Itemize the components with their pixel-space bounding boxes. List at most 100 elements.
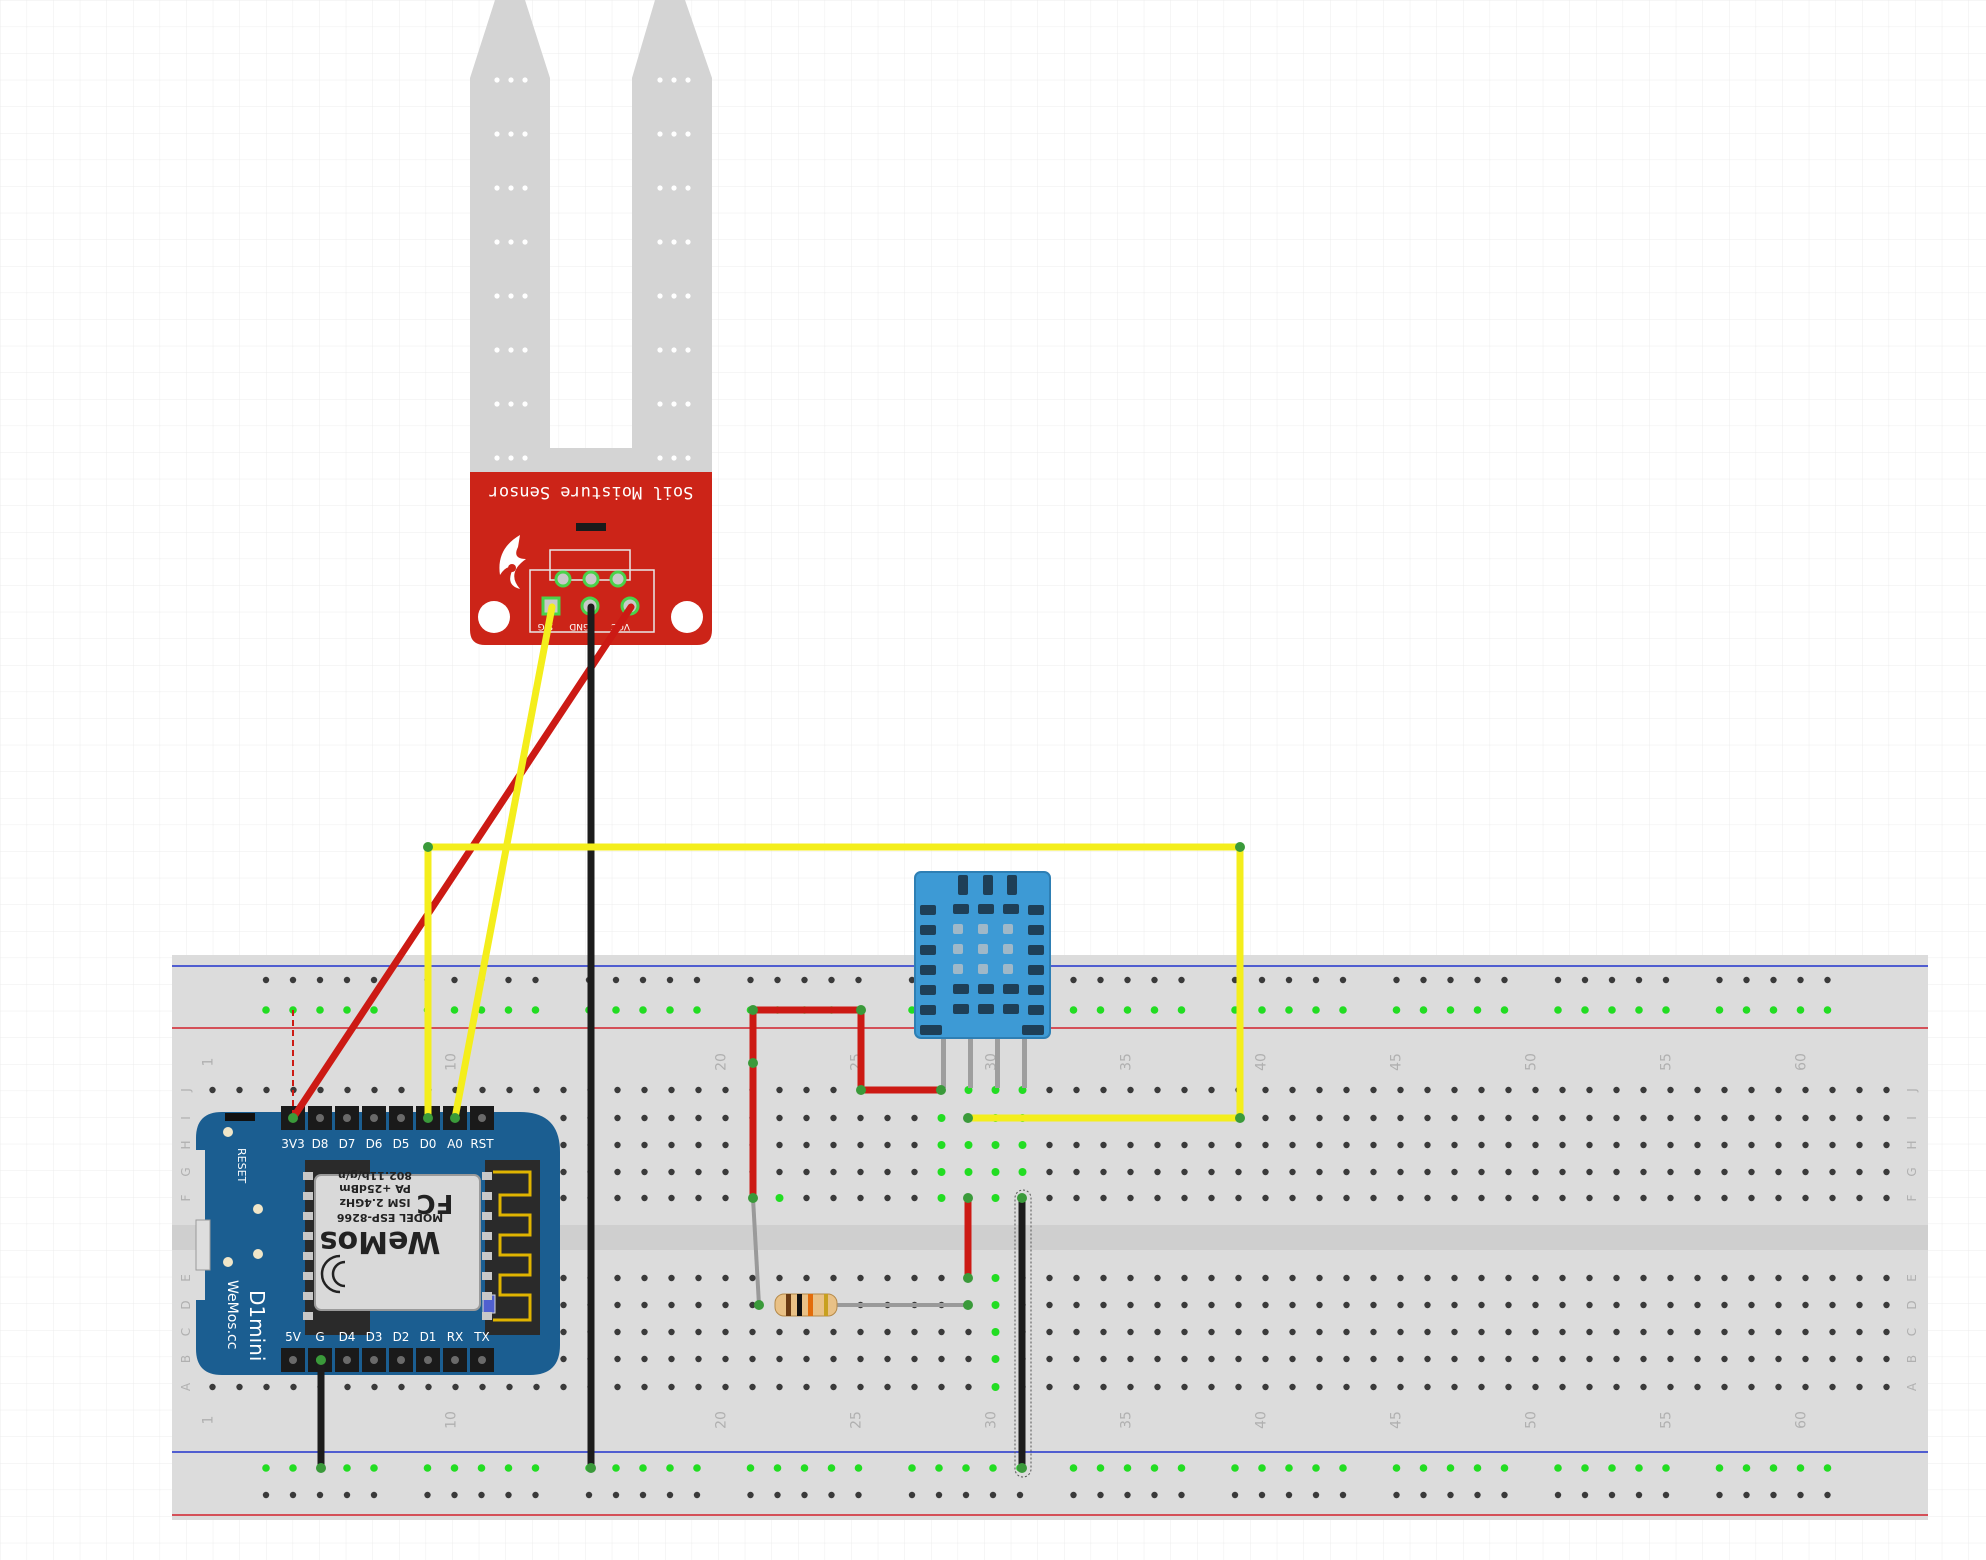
rail-hole[interactable]	[800, 1464, 809, 1472]
pullup-resistor[interactable]	[774, 1293, 838, 1317]
breadboard-hole[interactable]	[1775, 1114, 1782, 1122]
breadboard-hole[interactable]	[1694, 1301, 1701, 1309]
rail-hole[interactable]	[1769, 1464, 1778, 1472]
breadboard-hole[interactable]	[1694, 1328, 1701, 1336]
rail-hole[interactable]	[693, 1464, 701, 1472]
breadboard-hole[interactable]	[1154, 1086, 1161, 1094]
rail-hole[interactable]	[1069, 1464, 1078, 1472]
breadboard-hole[interactable]	[1262, 1168, 1269, 1176]
rail-hole[interactable]	[316, 1006, 324, 1014]
breadboard-hole[interactable]	[1667, 1301, 1674, 1309]
rail-hole[interactable]	[1392, 1464, 1401, 1472]
rail-hole[interactable]	[639, 1464, 647, 1472]
breadboard-hole[interactable]	[1208, 1328, 1215, 1336]
breadboard-hole[interactable]	[803, 1194, 810, 1202]
breadboard-hole[interactable]	[857, 1274, 864, 1282]
rail-hole[interactable]	[289, 976, 297, 984]
rail-hole[interactable]	[1635, 976, 1643, 984]
rail-hole[interactable]	[1339, 1491, 1347, 1499]
breadboard-hole[interactable]	[1046, 1274, 1053, 1282]
breadboard-hole[interactable]	[1424, 1328, 1431, 1336]
rail-hole[interactable]	[1769, 1006, 1778, 1014]
rail-hole[interactable]	[908, 1491, 916, 1499]
breadboard-hole[interactable]	[1478, 1274, 1485, 1282]
breadboard-hole[interactable]	[1343, 1355, 1350, 1363]
breadboard-hole[interactable]	[614, 1355, 621, 1363]
breadboard-hole[interactable]	[1370, 1194, 1377, 1202]
breadboard-hole[interactable]	[695, 1355, 702, 1363]
breadboard-hole[interactable]	[560, 1355, 567, 1363]
breadboard-hole[interactable]	[1316, 1141, 1323, 1149]
breadboard-hole[interactable]	[641, 1383, 648, 1391]
breadboard-hole[interactable]	[614, 1086, 621, 1094]
wire-endpoint[interactable]	[963, 1113, 973, 1123]
rail-hole[interactable]	[1420, 1491, 1427, 1499]
breadboard-hole[interactable]	[1505, 1194, 1512, 1202]
breadboard-hole[interactable]	[1667, 1274, 1674, 1282]
rail-hole[interactable]	[1770, 976, 1777, 984]
wire-endpoint[interactable]	[754, 1300, 764, 1310]
rail-hole[interactable]	[1797, 1491, 1804, 1499]
breadboard-hole[interactable]	[641, 1274, 648, 1282]
breadboard-hole[interactable]	[1478, 1355, 1485, 1363]
breadboard-hole[interactable]	[533, 1086, 540, 1094]
rail-hole[interactable]	[1447, 976, 1454, 984]
rail-hole[interactable]	[504, 1006, 513, 1014]
breadboard-hole[interactable]	[1397, 1355, 1404, 1363]
breadboard-hole[interactable]	[803, 1383, 810, 1391]
wire-endpoint[interactable]	[586, 1463, 596, 1473]
breadboard-hole[interactable]	[1883, 1301, 1890, 1309]
breadboard-hole[interactable]	[1532, 1301, 1539, 1309]
rail-hole[interactable]	[1797, 976, 1804, 984]
breadboard-hole[interactable]	[1262, 1194, 1269, 1202]
rail-hole[interactable]	[1123, 1006, 1132, 1014]
breadboard-hole[interactable]	[1775, 1383, 1782, 1391]
rail-hole[interactable]	[612, 1464, 620, 1472]
breadboard-hole[interactable]	[1721, 1383, 1728, 1391]
rail-hole[interactable]	[316, 1491, 324, 1499]
breadboard-hole[interactable]	[1856, 1141, 1863, 1149]
rail-hole[interactable]	[477, 1464, 486, 1472]
breadboard-hole[interactable]	[1802, 1328, 1809, 1336]
rail-hole[interactable]	[450, 1006, 459, 1014]
rail-hole[interactable]	[370, 1491, 378, 1499]
rail-hole[interactable]	[1796, 1464, 1805, 1472]
breadboard-hole[interactable]	[1451, 1383, 1458, 1391]
breadboard-hole[interactable]	[398, 1086, 405, 1094]
breadboard-hole[interactable]	[1802, 1114, 1809, 1122]
breadboard-hole[interactable]	[1100, 1194, 1107, 1202]
breadboard-hole[interactable]	[1883, 1383, 1890, 1391]
breadboard-hole[interactable]	[1775, 1328, 1782, 1336]
rail-hole[interactable]	[370, 1464, 378, 1472]
breadboard-hole[interactable]	[1208, 1086, 1215, 1094]
breadboard-hole[interactable]	[1127, 1383, 1134, 1391]
breadboard-hole[interactable]	[1829, 1383, 1836, 1391]
rail-hole[interactable]	[1419, 1006, 1428, 1014]
rail-hole[interactable]	[639, 976, 647, 984]
breadboard-hole[interactable]	[695, 1328, 702, 1336]
breadboard-hole[interactable]	[1478, 1114, 1485, 1122]
breadboard-hole[interactable]	[1289, 1301, 1296, 1309]
breadboard-hole[interactable]	[1640, 1274, 1647, 1282]
breadboard-hole[interactable]	[1505, 1328, 1512, 1336]
breadboard-hole[interactable]	[991, 1274, 1000, 1282]
rail-hole[interactable]	[1124, 976, 1131, 984]
wire-endpoint[interactable]	[423, 1113, 433, 1123]
breadboard-hole[interactable]	[911, 1114, 918, 1122]
breadboard-hole[interactable]	[1073, 1141, 1080, 1149]
breadboard-hole[interactable]	[560, 1141, 567, 1149]
rail-hole[interactable]	[1177, 1006, 1186, 1014]
breadboard-hole[interactable]	[1559, 1141, 1566, 1149]
breadboard-hole[interactable]	[1343, 1168, 1350, 1176]
breadboard-hole[interactable]	[1694, 1141, 1701, 1149]
breadboard-hole[interactable]	[1829, 1301, 1836, 1309]
breadboard-hole[interactable]	[1262, 1141, 1269, 1149]
rail-hole[interactable]	[827, 1464, 836, 1472]
breadboard-hole[interactable]	[1343, 1301, 1350, 1309]
breadboard-hole[interactable]	[1694, 1383, 1701, 1391]
rail-hole[interactable]	[504, 1464, 513, 1472]
breadboard-hole[interactable]	[1235, 1383, 1242, 1391]
rail-hole[interactable]	[854, 1464, 863, 1472]
breadboard-hole[interactable]	[1883, 1274, 1890, 1282]
breadboard-hole[interactable]	[749, 1328, 756, 1336]
